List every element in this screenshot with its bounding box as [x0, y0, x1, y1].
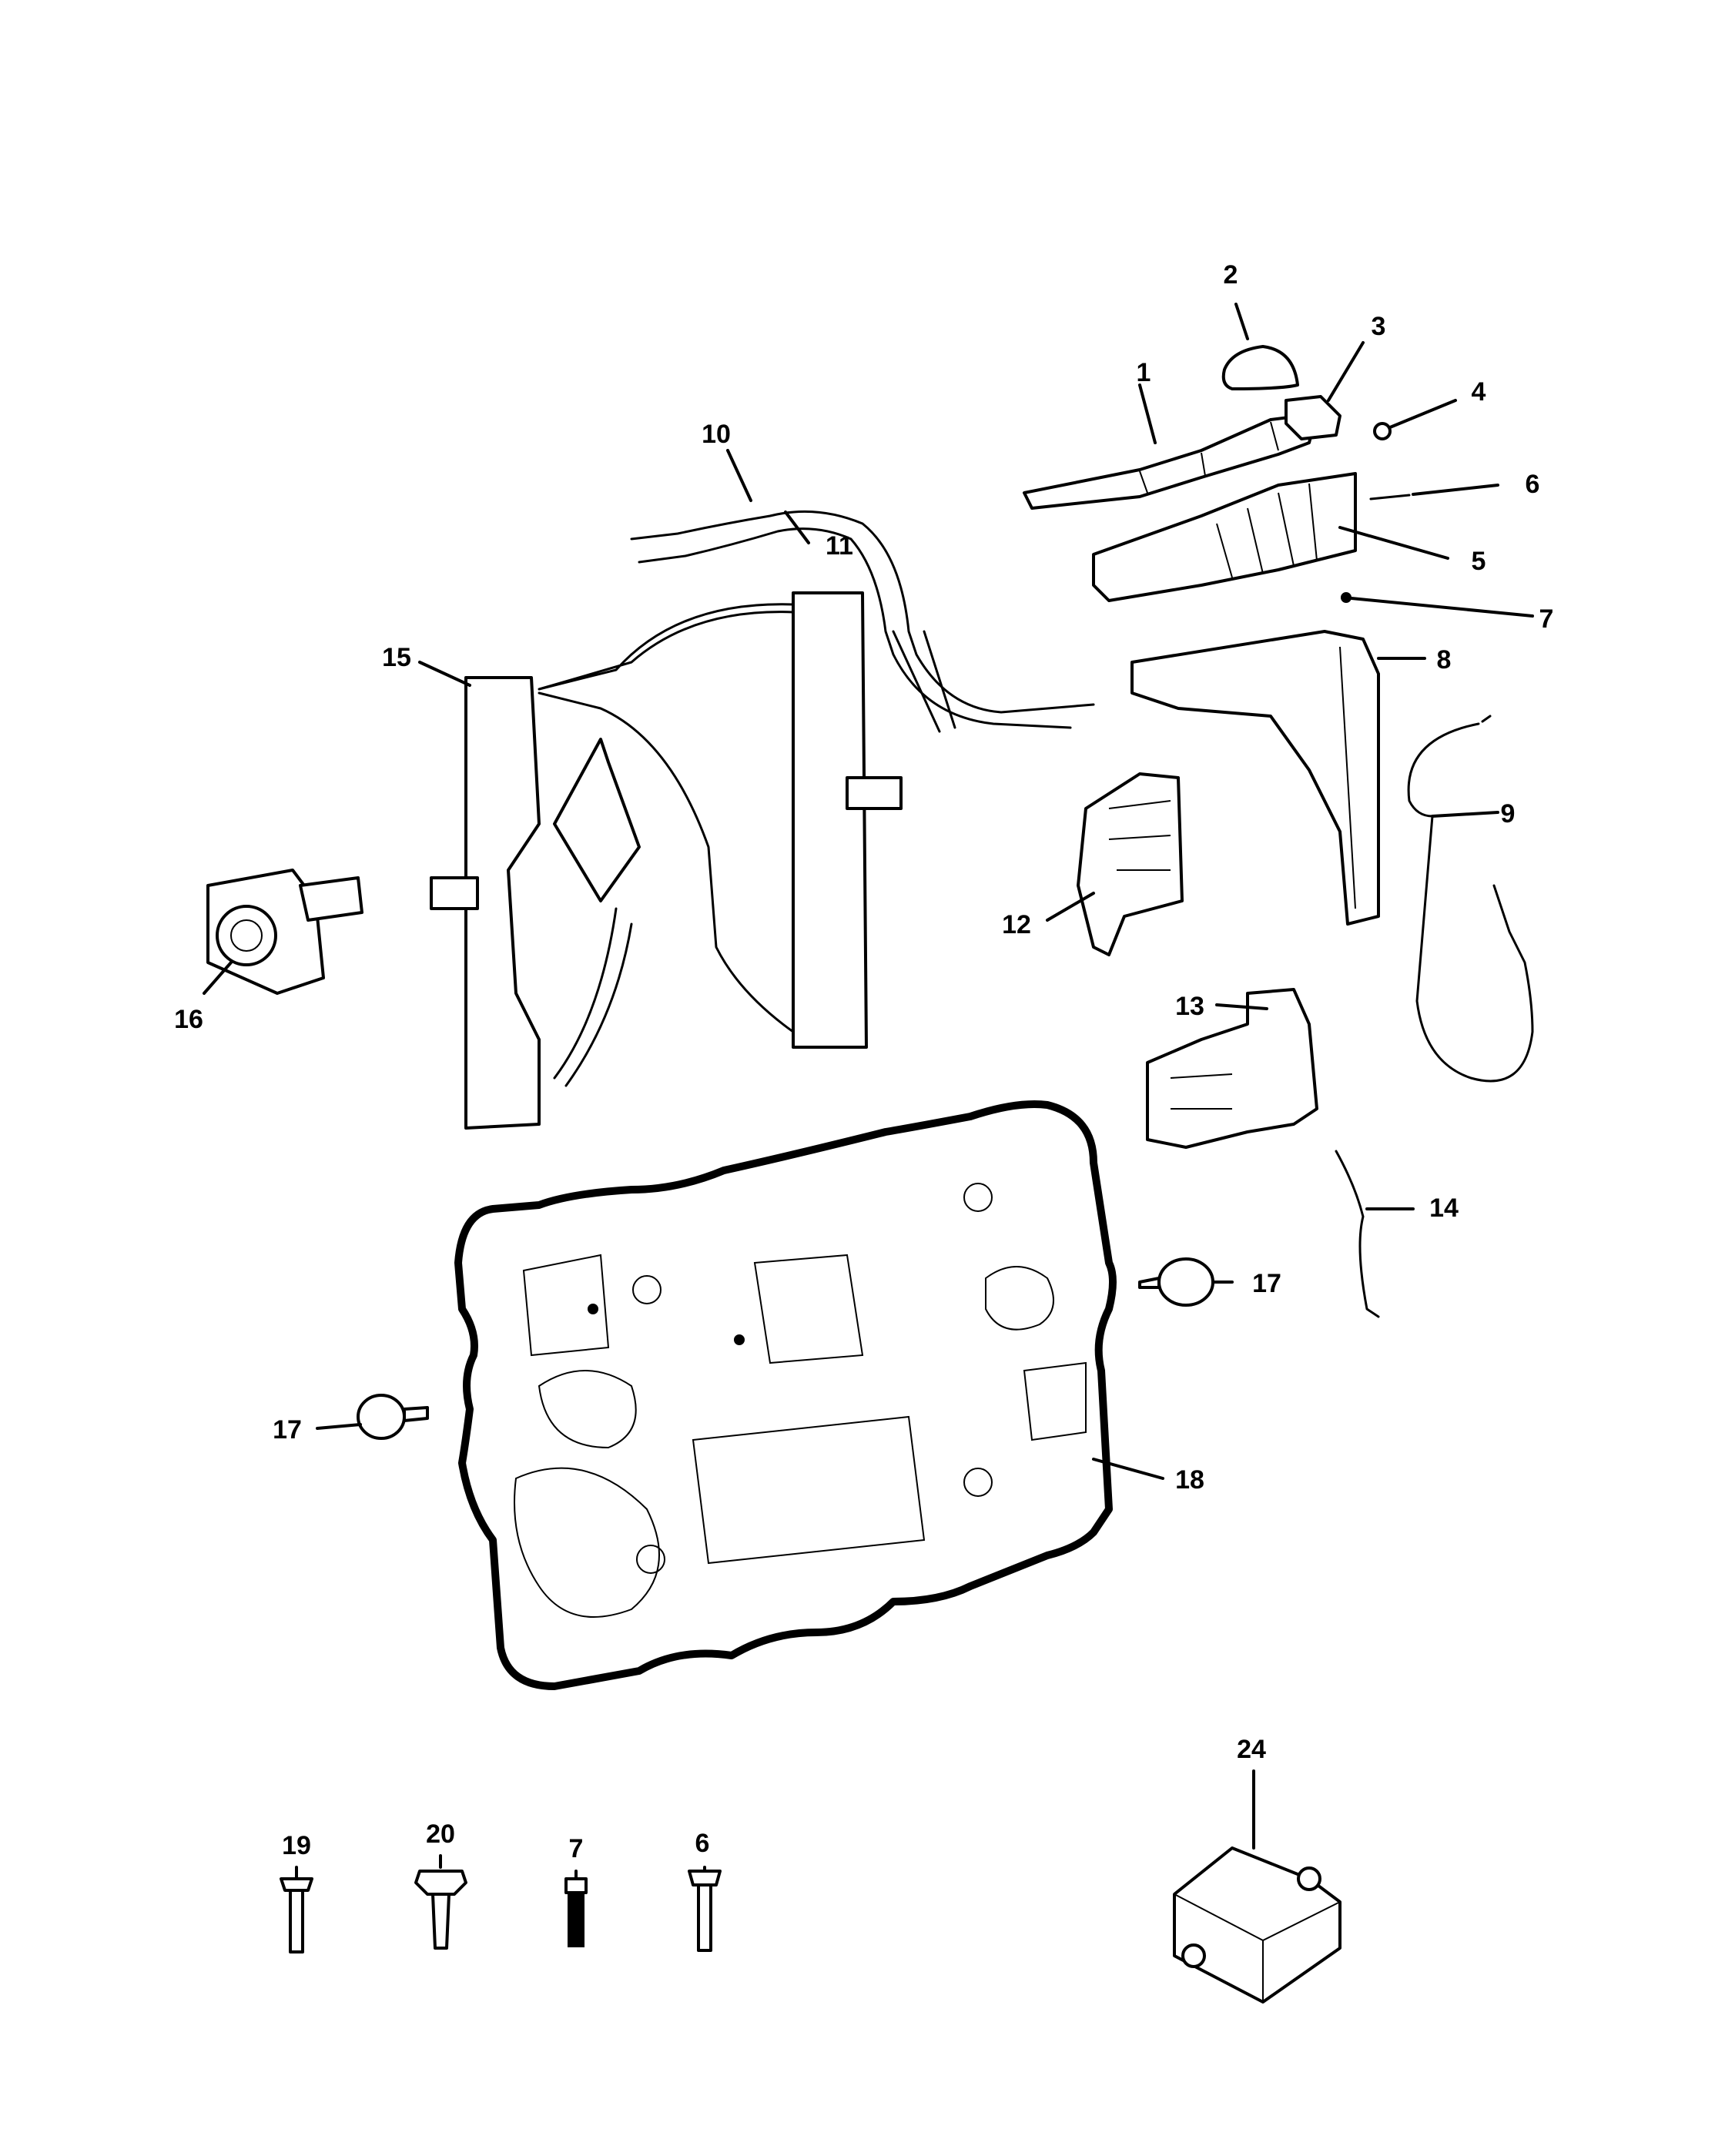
- callout-10: 10: [702, 420, 731, 449]
- callout-11: 11: [826, 531, 853, 561]
- callout-4: 4: [1472, 377, 1486, 407]
- screw-part-7: [564, 1877, 588, 1947]
- door-module-panel-part: [454, 1100, 1117, 1690]
- callout-7: 7: [1539, 604, 1554, 634]
- callout-6-bottom: 6: [695, 1829, 710, 1858]
- callout-20: 20: [426, 1820, 455, 1849]
- callout-13: 13: [1175, 992, 1204, 1021]
- handle-bracket-part: [1092, 472, 1357, 602]
- screw-part-6: [688, 1870, 722, 1952]
- cable-part: [1407, 715, 1534, 1083]
- callout-14: 14: [1429, 1194, 1459, 1223]
- handle-gasket-part: [1221, 345, 1299, 390]
- latch-bracket-part: [1146, 988, 1318, 1149]
- callout-12: 12: [1002, 910, 1031, 939]
- callout-9: 9: [1501, 799, 1516, 829]
- screw-part: [1369, 494, 1411, 500]
- bolt-part-19: [280, 1877, 313, 1953]
- leader-lines: [203, 303, 1534, 1880]
- handle-cap-part: [1285, 395, 1341, 440]
- callout-8: 8: [1437, 645, 1452, 675]
- callout-5: 5: [1472, 547, 1486, 576]
- callout-17-left: 17: [273, 1415, 302, 1445]
- window-regulator-part: [430, 591, 903, 1130]
- door-latch-part: [1077, 772, 1184, 956]
- callout-15: 15: [382, 643, 411, 672]
- callout-17-right: 17: [1252, 1269, 1281, 1298]
- grommet-part-right: [1138, 1257, 1214, 1307]
- latch-rod-part: [1335, 1150, 1380, 1318]
- window-motor-part: [206, 869, 363, 995]
- callout-7-bottom: 7: [569, 1834, 584, 1863]
- nut-part: [1373, 422, 1392, 440]
- callout-18: 18: [1175, 1465, 1204, 1495]
- callout-1: 1: [1137, 358, 1151, 387]
- grommet-part-left: [357, 1394, 429, 1440]
- callout-19: 19: [282, 1831, 311, 1860]
- callout-16: 16: [174, 1005, 203, 1034]
- window-cables-part: [630, 510, 1095, 733]
- lock-bracket-part: [1130, 630, 1380, 926]
- callout-6: 6: [1526, 470, 1540, 499]
- callout-numbers: 1 2 3 4 5 6 7 8 9 10 11 12 13 14 15 16 1…: [174, 260, 1553, 1863]
- control-module-part: [1173, 1846, 1341, 2004]
- screw-part-small: [1341, 592, 1352, 603]
- callout-24: 24: [1237, 1735, 1266, 1764]
- bolt-part-20: [414, 1870, 467, 1950]
- callout-2: 2: [1224, 260, 1238, 290]
- callout-3: 3: [1372, 312, 1386, 341]
